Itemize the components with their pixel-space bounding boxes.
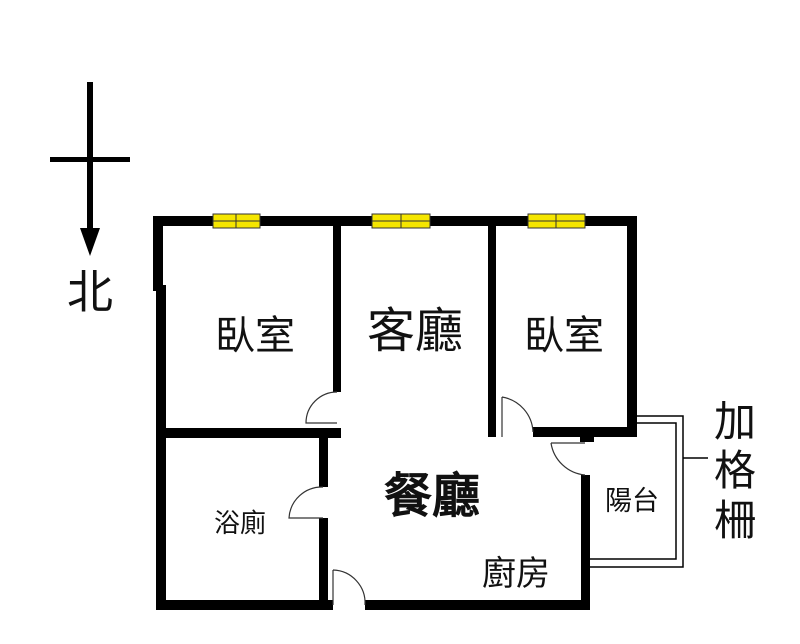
bottom-wall-right bbox=[365, 600, 590, 610]
room-label-living-room: 客廳 bbox=[367, 303, 463, 359]
wall-living-bedroom bbox=[488, 216, 496, 437]
left-wall bbox=[156, 285, 166, 610]
door-right-bedroom bbox=[501, 396, 534, 437]
windows bbox=[212, 213, 586, 229]
bath-east-wall-lower bbox=[319, 518, 328, 610]
bath-east-wall-upper bbox=[319, 433, 328, 487]
north-label: 北 bbox=[67, 265, 113, 319]
window-right-bedroom bbox=[527, 213, 586, 229]
arrow-down-icon bbox=[80, 228, 100, 256]
wall-bedroom-living bbox=[333, 216, 341, 392]
compass-crossbar bbox=[50, 157, 130, 162]
annotation-char: 加 bbox=[714, 397, 756, 446]
north-compass: 北 bbox=[50, 82, 130, 319]
room-label-kitchen: 廚房 bbox=[482, 554, 550, 594]
door-balcony bbox=[550, 442, 586, 476]
door-bathroom bbox=[288, 486, 324, 519]
annotation-char: 柵 bbox=[714, 496, 756, 545]
room-label-bedroom-right: 臥室 bbox=[524, 313, 604, 359]
kitchen-east-wall bbox=[581, 475, 590, 610]
annotation-char: 格 bbox=[714, 446, 756, 495]
door-entrance bbox=[332, 569, 366, 606]
railing-annotation: 加 格 柵 bbox=[714, 397, 756, 545]
wall-bedroom-bath bbox=[156, 428, 341, 438]
door-left-bedroom bbox=[305, 391, 338, 424]
walls bbox=[153, 216, 637, 610]
room-label-dining-room: 餐廳 bbox=[384, 468, 480, 524]
window-left-bedroom bbox=[212, 213, 261, 229]
balcony-railing bbox=[590, 415, 708, 568]
right-bedroom-south-wall bbox=[533, 427, 637, 437]
room-label-bathroom: 浴廁 bbox=[214, 509, 266, 539]
bottom-wall-left bbox=[156, 600, 333, 610]
left-wall-upper bbox=[153, 216, 163, 291]
room-label-bedroom-left: 臥室 bbox=[215, 313, 295, 359]
balcony-door-jamb bbox=[580, 436, 594, 442]
room-label-balcony: 陽台 bbox=[605, 486, 659, 517]
doors bbox=[288, 391, 586, 606]
window-living-room bbox=[371, 213, 431, 229]
right-bedroom-east-wall bbox=[627, 216, 637, 437]
